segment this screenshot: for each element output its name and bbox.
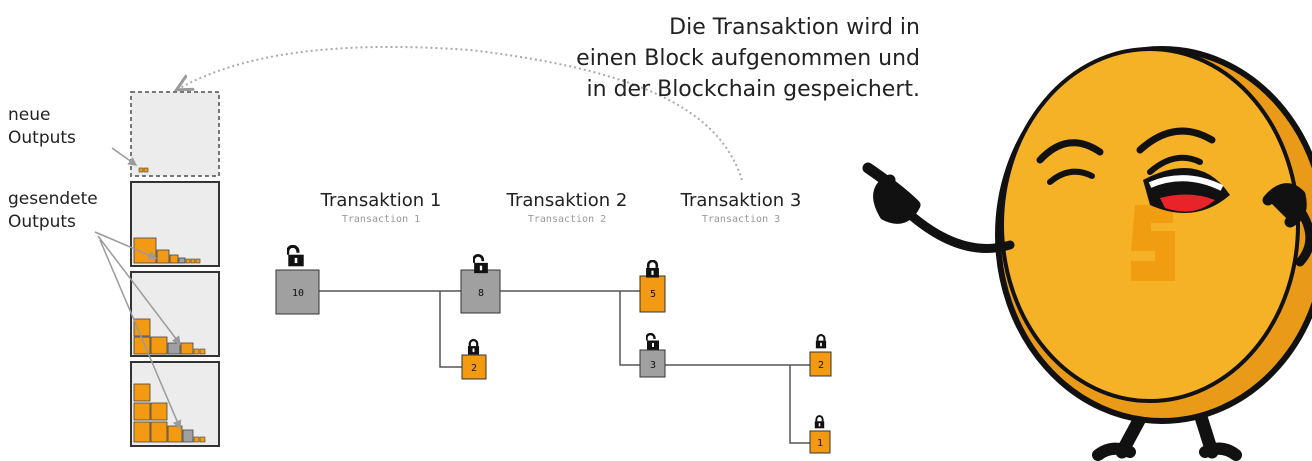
output-o5: 3 [639, 333, 666, 378]
tx2-subtitle: Transaction 2 [527, 214, 607, 225]
tx3-title: Transaktion 3 [680, 190, 802, 211]
tx2-title: Transaktion 2 [506, 190, 628, 211]
output-o3: 2 [461, 339, 487, 380]
tx-connections [319, 290, 810, 444]
label-pointers [94, 147, 182, 430]
caption-line2: einen Block aufgenommen und [576, 46, 920, 71]
output-o4: 5 [639, 260, 666, 313]
output-o1: 10 [275, 245, 320, 315]
output-o7: 1 [809, 415, 831, 454]
sent-outputs-label: gesendete Outputs [8, 188, 98, 234]
caption-line1: Die Transaktion wird in [669, 15, 920, 40]
output-value: 5 [650, 289, 656, 300]
output-value: 2 [818, 360, 824, 371]
new-outputs-line1: neue [8, 105, 51, 125]
tx1-subtitle: Transaction 1 [341, 214, 421, 225]
new-block [130, 91, 220, 177]
output-o6: 2 [809, 334, 832, 377]
coin-symbol-icon [1131, 205, 1175, 281]
output-value: 10 [292, 288, 304, 299]
sent-outputs-line2: Outputs [8, 212, 76, 232]
output-value: 1 [817, 438, 823, 449]
block-caption: Die Transaktion wird in einen Block aufg… [480, 12, 920, 105]
output-value: 3 [650, 360, 656, 371]
output-o2: 8 [460, 254, 501, 314]
blockchain [130, 91, 220, 447]
output-value: 2 [471, 363, 477, 374]
output-value: 8 [478, 288, 484, 299]
sent-outputs-line1: gesendete [8, 189, 98, 209]
coin-mascot [862, 46, 1312, 461]
new-outputs-line2: Outputs [8, 128, 76, 148]
tx3-subtitle: Transaction 3 [701, 214, 781, 225]
new-outputs-label: neue Outputs [8, 104, 76, 150]
block-inclusion-arrow [180, 45, 743, 181]
caption-line3: in der Blockchain gespeichert. [586, 77, 920, 102]
tx1-title: Transaktion 1 [320, 190, 442, 211]
